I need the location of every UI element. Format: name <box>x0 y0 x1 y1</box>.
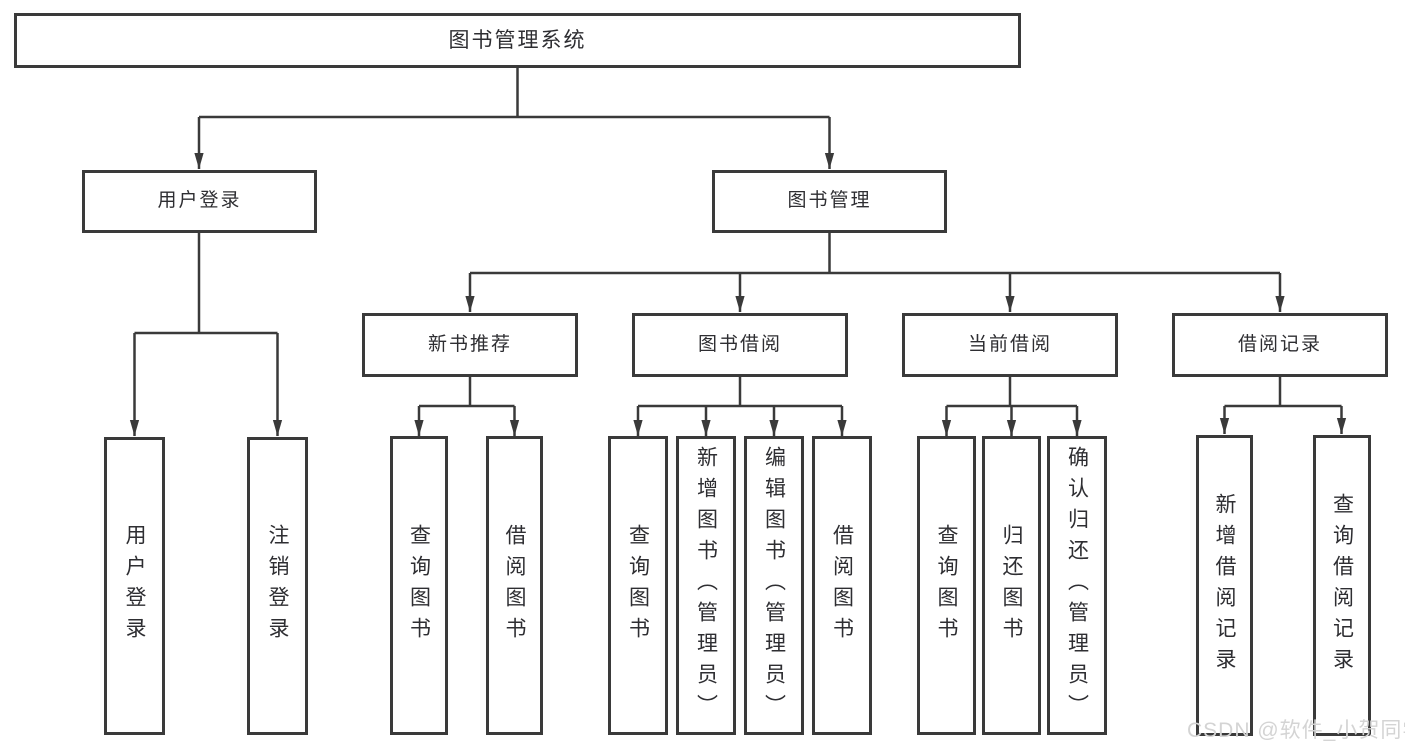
leaf-user-login: 用户登录 <box>104 437 165 735</box>
node-borrowing-records: 借阅记录 <box>1172 313 1388 377</box>
leaf-query-borrow-record: 查询借阅记录 <box>1313 435 1371 736</box>
leaf-borrow-books-recommend: 借阅图书 <box>486 436 543 735</box>
leaf-query-books-borrowing: 查询图书 <box>608 436 668 735</box>
leaf-query-books-recommend: 查询图书 <box>390 436 448 735</box>
node-book-borrowing: 图书借阅 <box>632 313 848 377</box>
connector-user-login-to-leaves <box>129 233 283 436</box>
connector-book-borrowing-to-leaves <box>633 377 847 436</box>
leaf-edit-book-admin: 编辑图书（管理员） <box>744 436 804 735</box>
connector-current-borrowing-to-leaves <box>941 377 1082 436</box>
leaf-return-books: 归还图书 <box>982 436 1041 735</box>
connector-new-book-to-leaves <box>414 377 520 436</box>
connector-book-management-to-level3 <box>465 233 1285 312</box>
node-new-book-recommend: 新书推荐 <box>362 313 578 377</box>
leaf-query-books-current: 查询图书 <box>917 436 976 735</box>
leaf-logout: 注销登录 <box>247 437 308 735</box>
node-root: 图书管理系统 <box>14 13 1021 68</box>
node-user-login: 用户登录 <box>82 170 317 233</box>
leaf-confirm-return-admin: 确认归还（管理员） <box>1047 436 1107 735</box>
leaf-borrow-books: 借阅图书 <box>812 436 872 735</box>
leaf-add-borrow-record: 新增借阅记录 <box>1196 435 1253 736</box>
connector-root-to-level2 <box>194 68 835 169</box>
watermark: CSDN @软件_小贺同学 <box>1187 719 1405 742</box>
node-current-borrowing: 当前借阅 <box>902 313 1118 377</box>
node-book-management: 图书管理 <box>712 170 947 233</box>
leaf-add-book-admin: 新增图书（管理员） <box>676 436 736 735</box>
connector-borrowing-records-to-leaves <box>1219 377 1347 434</box>
